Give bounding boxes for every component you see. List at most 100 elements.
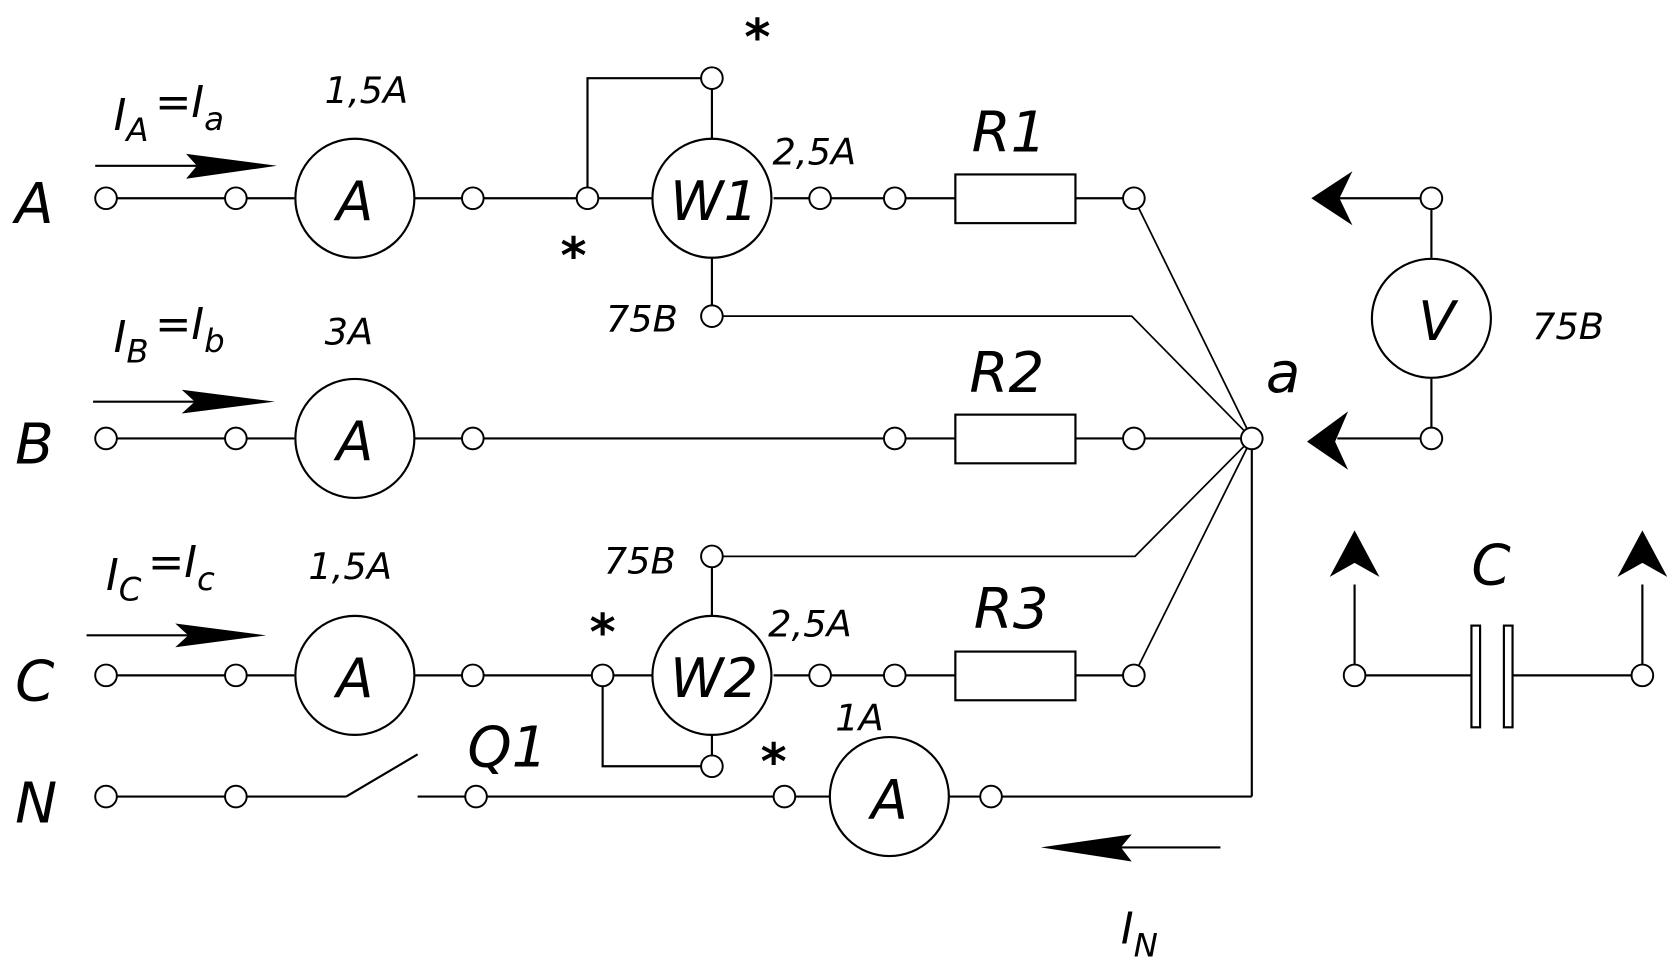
terminal — [224, 186, 248, 211]
ammeter-c-symbol: A — [333, 647, 373, 710]
current-arrow-a — [95, 153, 277, 179]
ammeter-b-symbol: A — [333, 410, 373, 473]
w1-jumper — [586, 77, 712, 199]
terminal — [808, 186, 832, 211]
terminal — [979, 784, 1003, 809]
voltmeter-range: 75B — [1532, 305, 1604, 348]
w1-voltage-lead — [711, 315, 1253, 440]
terminal — [590, 663, 615, 688]
node-a-label: a — [1266, 341, 1300, 406]
arrow-up-icon — [1617, 530, 1668, 577]
switch-q1-blade — [345, 753, 419, 798]
w2-voltage-lead — [711, 437, 1253, 558]
current-label-b: IB=Ib — [114, 300, 225, 371]
w2-jumper — [601, 675, 712, 768]
node-a-terminal — [1240, 426, 1264, 451]
arrow-left-icon — [1306, 411, 1349, 470]
terminal — [700, 304, 724, 328]
terminal — [94, 426, 118, 451]
capacitor-plate — [1470, 624, 1482, 729]
terminal — [1419, 186, 1444, 211]
voltmeter-assembly: V 75B — [1306, 171, 1604, 470]
wattmeter-w1-current-range: 2,5A — [773, 131, 857, 174]
wire — [1133, 438, 1253, 676]
ammeter-n — [828, 735, 950, 858]
polarity-mark: * — [761, 733, 787, 791]
resistor-r1-label: R1 — [972, 101, 1047, 166]
terminal — [882, 663, 907, 688]
arrow-up-icon — [1329, 530, 1380, 577]
terminal — [224, 426, 248, 451]
terminal — [1419, 426, 1444, 451]
arrow-left-icon — [1311, 171, 1353, 226]
ammeter-c-range: 1,5A — [308, 545, 392, 588]
wattmeter-w1-symbol: W1 — [670, 170, 758, 233]
resistor-r3 — [954, 650, 1077, 702]
terminal — [1122, 186, 1146, 211]
wattmeter-w2-voltage-range: 75B — [604, 540, 676, 583]
wattmeter-w2-symbol: W2 — [670, 647, 758, 710]
ammeter-n-range: 1A — [835, 697, 884, 740]
terminal — [700, 544, 724, 569]
polarity-mark: * — [560, 227, 586, 285]
neutral-node: a — [1240, 341, 1300, 451]
terminal — [464, 784, 488, 809]
current-arrow-n — [1040, 834, 1221, 862]
wattmeter-w1-voltage-range: 75B — [606, 297, 678, 340]
resistor-r2 — [954, 413, 1077, 465]
terminal — [700, 66, 724, 90]
terminal — [224, 663, 248, 688]
ammeter-a-symbol: A — [333, 170, 373, 233]
terminal — [461, 426, 485, 451]
line-n: N Q1 * A 1A IN — [15, 438, 1253, 965]
current-arrow-b — [93, 389, 275, 414]
ammeter-a-range: 1,5A — [325, 69, 409, 112]
current-arrow-c — [86, 623, 267, 648]
wattmeter-w2 — [651, 614, 773, 736]
current-label-n: IN — [1121, 905, 1158, 965]
line-n-label: N — [15, 772, 57, 837]
switch-q1-label: Q1 — [467, 715, 547, 780]
ammeter-c — [294, 614, 416, 736]
capacitor-plate — [1502, 624, 1514, 729]
voltmeter-symbol: V — [1418, 290, 1459, 353]
ammeter-n-symbol: A — [868, 768, 908, 831]
ammeter-a — [294, 137, 416, 259]
resistor-r3-label: R3 — [974, 577, 1049, 642]
wire — [1133, 197, 1253, 439]
line-b-label: B — [15, 412, 54, 477]
terminal — [808, 663, 832, 688]
ammeter-b — [294, 377, 416, 500]
terminal — [882, 426, 907, 451]
terminal — [700, 754, 724, 779]
ammeter-b-range: 3A — [325, 310, 374, 353]
line-c-label: C — [15, 649, 55, 714]
polarity-mark: * — [590, 603, 616, 661]
wattmeter-w1 — [651, 137, 773, 259]
terminal — [461, 186, 485, 211]
polarity-mark: * — [744, 8, 770, 66]
terminal — [1342, 663, 1367, 688]
terminal — [94, 784, 118, 809]
line-a-label: A — [12, 172, 53, 237]
terminal — [1122, 663, 1146, 688]
terminal — [1630, 663, 1655, 688]
terminal — [772, 784, 797, 809]
terminal — [575, 186, 600, 211]
wattmeter-w2-current-range: 2,5A — [768, 602, 852, 645]
resistor-r2-label: R2 — [969, 341, 1044, 406]
line-a: A IA=Ia 1,5A A W1 * * 75B 2,5A R1 — [12, 8, 1253, 440]
terminal — [94, 663, 118, 688]
line-c: C IC=Ic 1,5A A W2 * 75B 2,5A R3 — [15, 437, 1253, 779]
resistor-r1 — [954, 173, 1077, 225]
line-b: B IB=Ib 3A A R2 — [15, 300, 1252, 500]
current-label-c: IC=Ic — [106, 538, 215, 609]
voltmeter — [1370, 257, 1492, 379]
terminal — [224, 784, 248, 809]
capacitor-assembly: C — [1329, 530, 1668, 729]
terminal — [882, 186, 907, 211]
current-label-a: IA=Ia — [114, 78, 224, 149]
terminal — [461, 663, 485, 688]
terminal — [1122, 426, 1146, 451]
